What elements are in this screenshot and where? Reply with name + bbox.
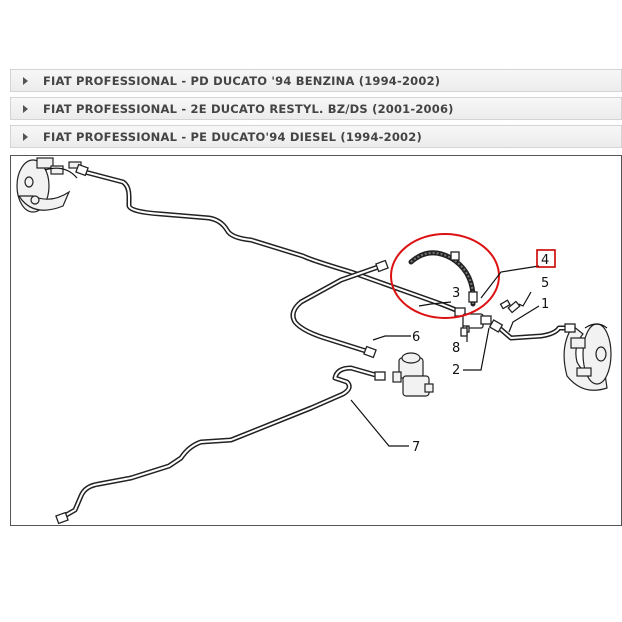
part-number-2[interactable]: 2 xyxy=(452,363,460,378)
pipe-fittings xyxy=(55,163,576,525)
part-number-1[interactable]: 1 xyxy=(541,297,549,312)
bolt-icons xyxy=(460,299,511,337)
right-brake-mechanism-icon xyxy=(563,323,612,391)
expand-arrow-icon xyxy=(23,76,34,85)
part-number-5[interactable]: 5 xyxy=(541,276,549,291)
model-label: FIAT PROFESSIONAL - PE DUCATO'94 DIESEL … xyxy=(43,129,422,144)
brake-pipe-diagram: 4 5 1 3 8 2 6 7 xyxy=(16,157,612,525)
pipe-upper-long xyxy=(78,168,464,315)
part-number-7[interactable]: 7 xyxy=(412,440,420,455)
highlight-circle xyxy=(390,233,500,319)
parts-diagram: 4 5 1 3 8 2 6 7 xyxy=(10,155,622,526)
model-label: FIAT PROFESSIONAL - PD DUCATO '94 BENZIN… xyxy=(43,73,441,88)
model-row-2e-ducato-restyl[interactable]: FIAT PROFESSIONAL - 2E DUCATO RESTYL. BZ… xyxy=(10,97,622,120)
left-brake-mechanism-icon xyxy=(16,157,82,213)
part-number-6[interactable]: 6 xyxy=(412,330,420,345)
model-row-pe-ducato-diesel[interactable]: FIAT PROFESSIONAL - PE DUCATO'94 DIESEL … xyxy=(10,125,622,148)
part-number-3[interactable]: 3 xyxy=(452,286,460,301)
model-label: FIAT PROFESSIONAL - 2E DUCATO RESTYL. BZ… xyxy=(43,101,454,116)
model-row-pd-ducato-benzina[interactable]: FIAT PROFESSIONAL - PD DUCATO '94 BENZIN… xyxy=(10,69,622,92)
expand-arrow-icon xyxy=(23,132,34,141)
pipe-1 xyxy=(494,323,572,341)
part-number-8[interactable]: 8 xyxy=(452,341,460,356)
pipe-6 xyxy=(290,263,384,355)
part-number-4[interactable]: 4 xyxy=(541,253,549,268)
leader-lines xyxy=(350,265,540,447)
brake-regulator-icon xyxy=(392,352,434,397)
pipe-7 xyxy=(58,365,382,521)
expand-arrow-icon xyxy=(23,104,34,113)
part-4-highlight-box xyxy=(536,249,556,268)
